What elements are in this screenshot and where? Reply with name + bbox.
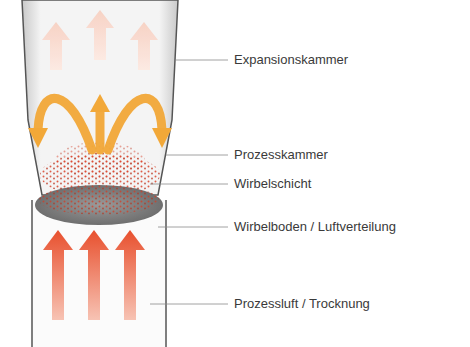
part-label: Expansionskammer — [234, 52, 348, 68]
part-label: Prozesskammer — [234, 147, 328, 163]
part-label: Wirbelboden / Luftverteilung — [234, 219, 396, 235]
part-label: Wirbelschicht — [234, 176, 311, 192]
part-label: Prozessluft / Trocknung — [234, 296, 370, 312]
